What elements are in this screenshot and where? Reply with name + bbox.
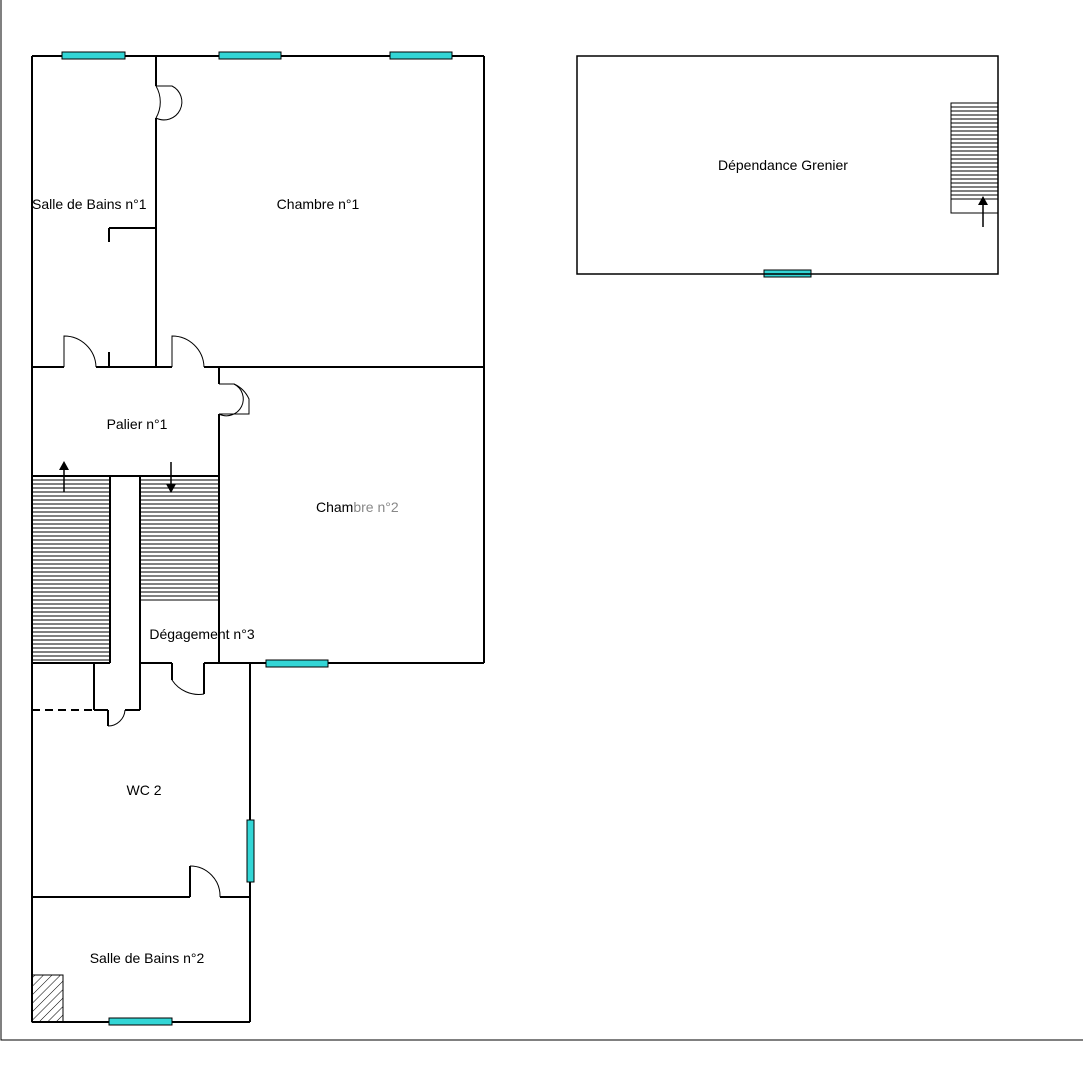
room-label-chambre-2-dark: Cham (316, 499, 353, 515)
staircase-right (140, 479, 219, 601)
dependance-stair-arrow (978, 196, 988, 227)
room-label-dependance-grenier: Dépendance Grenier (718, 157, 848, 173)
dependance-building (576, 55, 999, 275)
page-frame (0, 0, 1083, 1041)
room-label-salle-de-bains-1: Salle de Bains n°1 (32, 196, 147, 212)
room-label-salle-de-bains-2: Salle de Bains n°2 (90, 950, 205, 966)
room-label-chambre-2-light: bre n°2 (353, 499, 399, 515)
windows (61, 51, 812, 1026)
room-label-chambre-1: Chambre n°1 (277, 196, 360, 212)
stair-up-arrow (59, 461, 69, 492)
staircase-dependance (951, 106, 998, 200)
stair-down-arrow (166, 462, 176, 493)
staircase-left (32, 479, 110, 661)
doors (63, 85, 250, 898)
room-label-degagement-3: Dégagement n°3 (149, 626, 254, 642)
room-label-palier-1: Palier n°1 (107, 416, 168, 432)
room-label-chambre-2: Chambre n°2 (316, 499, 399, 515)
room-label-wc-2: WC 2 (127, 782, 162, 798)
